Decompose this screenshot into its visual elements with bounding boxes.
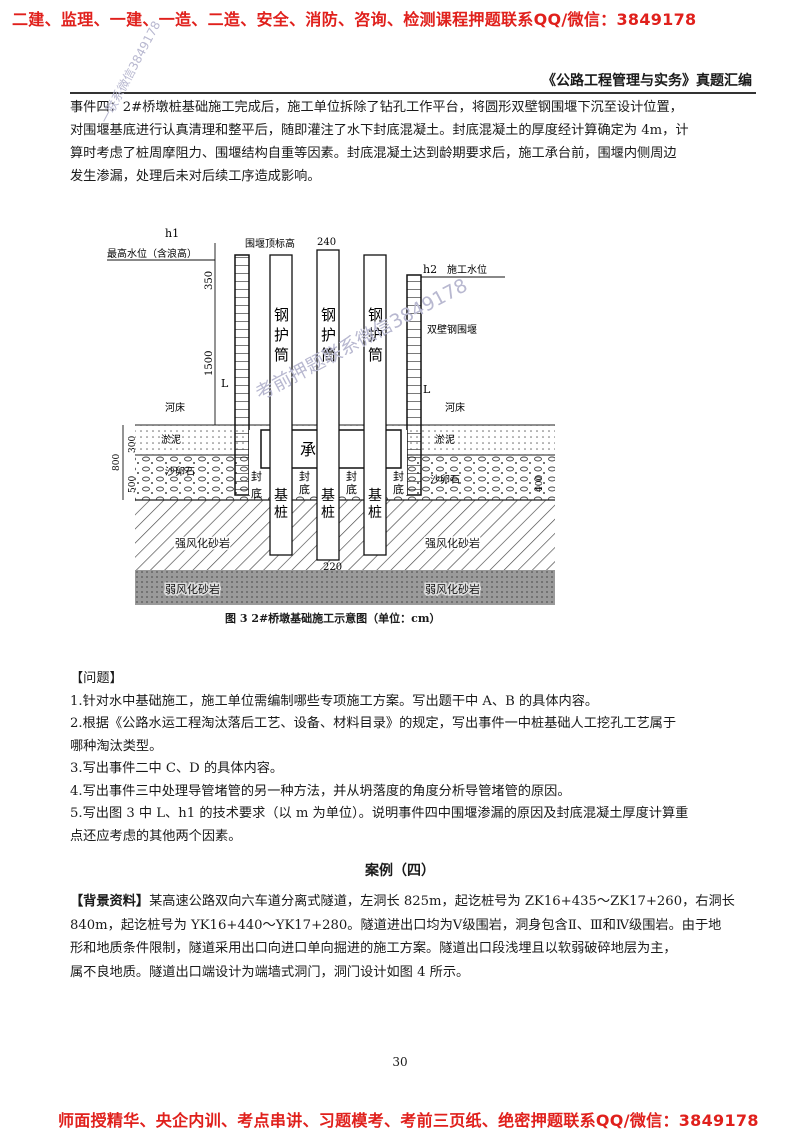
construction-water-label: 施工水位 — [447, 263, 487, 276]
seal-label-3: 封 — [346, 469, 357, 483]
h1-label: h1 — [165, 227, 179, 240]
dim-300: 300 — [128, 436, 138, 453]
steel-casing-1 — [269, 254, 293, 556]
cofferdam-wall-left — [234, 254, 250, 496]
background-line: 属不良地质。隧道出口端设计为端墙式洞门，洞门设计如图 4 所示。 — [70, 964, 470, 980]
weak-rock-right: 弱风化砂岩 — [425, 582, 480, 596]
question-line: 3.写出事件二中 C、D 的具体内容。 — [70, 761, 284, 776]
top-promo-banner: 二建、监理、一建、一造、二造、安全、消防、咨询、检测课程押题联系QQ/微信：38… — [12, 10, 697, 29]
gravel-right: 沙卵石 — [430, 474, 460, 486]
steel-casing-2 — [316, 249, 340, 561]
svg-text:护: 护 — [368, 326, 383, 344]
silt-right: 淤泥 — [435, 433, 455, 446]
pile-label-1: 基 — [274, 487, 288, 504]
text-line: 发生渗漏，处理后未对后续工序造成影响。 — [70, 169, 321, 184]
L-left: L — [221, 377, 229, 390]
question-line: 1.针对水中基础施工，施工单位需编制哪些专项施工方案。写出题干中 A、B 的具体… — [70, 693, 599, 709]
background-label: 【背景资料】 — [70, 894, 150, 909]
dim-500: 500 — [128, 476, 138, 493]
dim-400: 400 — [535, 475, 545, 492]
dim-240: 240 — [317, 237, 336, 248]
background-line: 某高速公路双向六车道分离式隧道，左洞长 825m，起讫桩号为 ZK16+435～… — [149, 894, 735, 909]
question-line: 2.根据《公路水运工程淘汰落后工艺、设备、材料目录》的规定，写出事件一中桩基础人… — [70, 716, 677, 731]
casing-label-2: 钢 — [321, 306, 336, 324]
dim-800: 800 — [112, 454, 122, 471]
header-rule — [70, 92, 756, 94]
background-line: 840m，起讫桩号为 YK16+440～YK17+280。隧道进出口均为Ⅴ级围岩… — [70, 917, 722, 933]
svg-text:底: 底 — [299, 482, 310, 496]
questions-section: 【问题】 1.针对水中基础施工，施工单位需编制哪些专项施工方案。写出题干中 A、… — [70, 668, 756, 848]
cofferdam-top-label: 围堰顶标高 — [245, 237, 295, 250]
question-line: 5.写出图 3 中 L、h1 的技术要求（以 m 为单位）。说明事件四中围堰渗漏… — [70, 806, 689, 821]
seal-label-2: 封 — [299, 469, 310, 483]
strong-rock-left: 强风化砂岩 — [175, 536, 230, 550]
text-line: 算时考虑了桩周摩阻力、围堰结构自重等因素。封底混凝土达到龄期要求后，施工承台前，… — [70, 146, 677, 161]
case-title: 案例（四） — [365, 863, 435, 879]
pile-label-3: 基 — [368, 487, 382, 504]
page-number: 30 — [392, 1055, 408, 1069]
seal-label-1: 封 — [251, 469, 262, 483]
weak-rock-left: 弱风化砂岩 — [165, 582, 220, 596]
steel-casing-3 — [363, 254, 387, 556]
casing-label-3: 钢 — [368, 306, 383, 324]
strong-rock-right: 强风化砂岩 — [425, 536, 480, 550]
svg-text:筒: 筒 — [368, 346, 383, 364]
questions-heading: 【问题】 — [70, 671, 123, 686]
svg-text:护: 护 — [274, 326, 289, 344]
gravel-left: 沙卵石 — [165, 466, 195, 478]
double-wall-label: 双壁钢围堰 — [427, 323, 477, 336]
svg-text:底: 底 — [251, 486, 262, 500]
svg-text:护: 护 — [321, 326, 336, 344]
svg-text:桩: 桩 — [274, 504, 288, 521]
dim-350: 350 — [204, 271, 215, 290]
cofferdam-wall-right — [406, 274, 422, 496]
background-line: 形和地质条件限制，隧道采用出口向进口单向掘进的施工方案。隧道出口段浅埋且以软弱破… — [70, 941, 677, 956]
question-line: 点还应考虑的其他两个因素。 — [70, 828, 242, 844]
running-header-title: 《公路工程管理与实务》真题汇编 — [542, 73, 752, 89]
text-line: 事件四：2#桥墩桩基础施工完成后，施工单位拆除了钻孔工作平台，将圆形双壁钢围堰下… — [70, 100, 683, 115]
dim-220: 220 — [323, 562, 342, 573]
casing-label-1: 钢 — [274, 306, 289, 324]
svg-text:筒: 筒 — [321, 346, 336, 364]
figure-caption: 图 3 2#桥墩基础施工示意图（单位：cm） — [225, 612, 441, 625]
svg-text:桩: 桩 — [321, 504, 335, 521]
highest-water-label: 最高水位（含浪高） — [107, 247, 197, 260]
seal-label-4: 封 — [393, 469, 404, 483]
weak-weathered-rock — [135, 570, 555, 605]
riverbed-left: 河床 — [165, 401, 185, 414]
svg-text:筒: 筒 — [274, 346, 289, 364]
bottom-promo-banner: 师面授精华、央企内训、考点串讲、习题模考、考前三页纸、绝密押题联系QQ/微信：3… — [58, 1111, 759, 1130]
question-line: 哪种淘汰类型。 — [70, 738, 163, 754]
question-line: 4.写出事件三中处理导管堵管的另一种方法，并从坍落度的角度分析导管堵管的原因。 — [70, 783, 571, 799]
background-section: 【背景资料】某高速公路双向六车道分离式隧道，左洞长 825m，起讫桩号为 ZK1… — [70, 890, 756, 984]
strong-weathered-rock — [135, 500, 555, 570]
svg-text:桩: 桩 — [368, 504, 382, 521]
event-four-paragraph: 事件四：2#桥墩桩基础施工完成后，施工单位拆除了钻孔工作平台，将圆形双壁钢围堰下… — [70, 96, 756, 188]
dim-1500: 1500 — [204, 351, 215, 376]
silt-left: 淤泥 — [161, 433, 181, 446]
svg-text:底: 底 — [346, 482, 357, 496]
h2-label: h2 — [423, 263, 437, 276]
svg-text:底: 底 — [393, 482, 404, 496]
text-line: 对围堰基底进行认真清理和整平后，随即灌注了水下封底混凝土。封底混凝土的厚度经计算… — [70, 123, 689, 138]
bridge-pier-foundation-diagram: 承台 钢 护 筒 钢 护 筒 钢 护 筒 基 桩 基 桩 基 桩 封 底 封 底… — [107, 227, 555, 605]
riverbed-right: 河床 — [445, 401, 465, 414]
pile-label-2: 基 — [321, 487, 335, 504]
L-right: L — [423, 383, 431, 396]
